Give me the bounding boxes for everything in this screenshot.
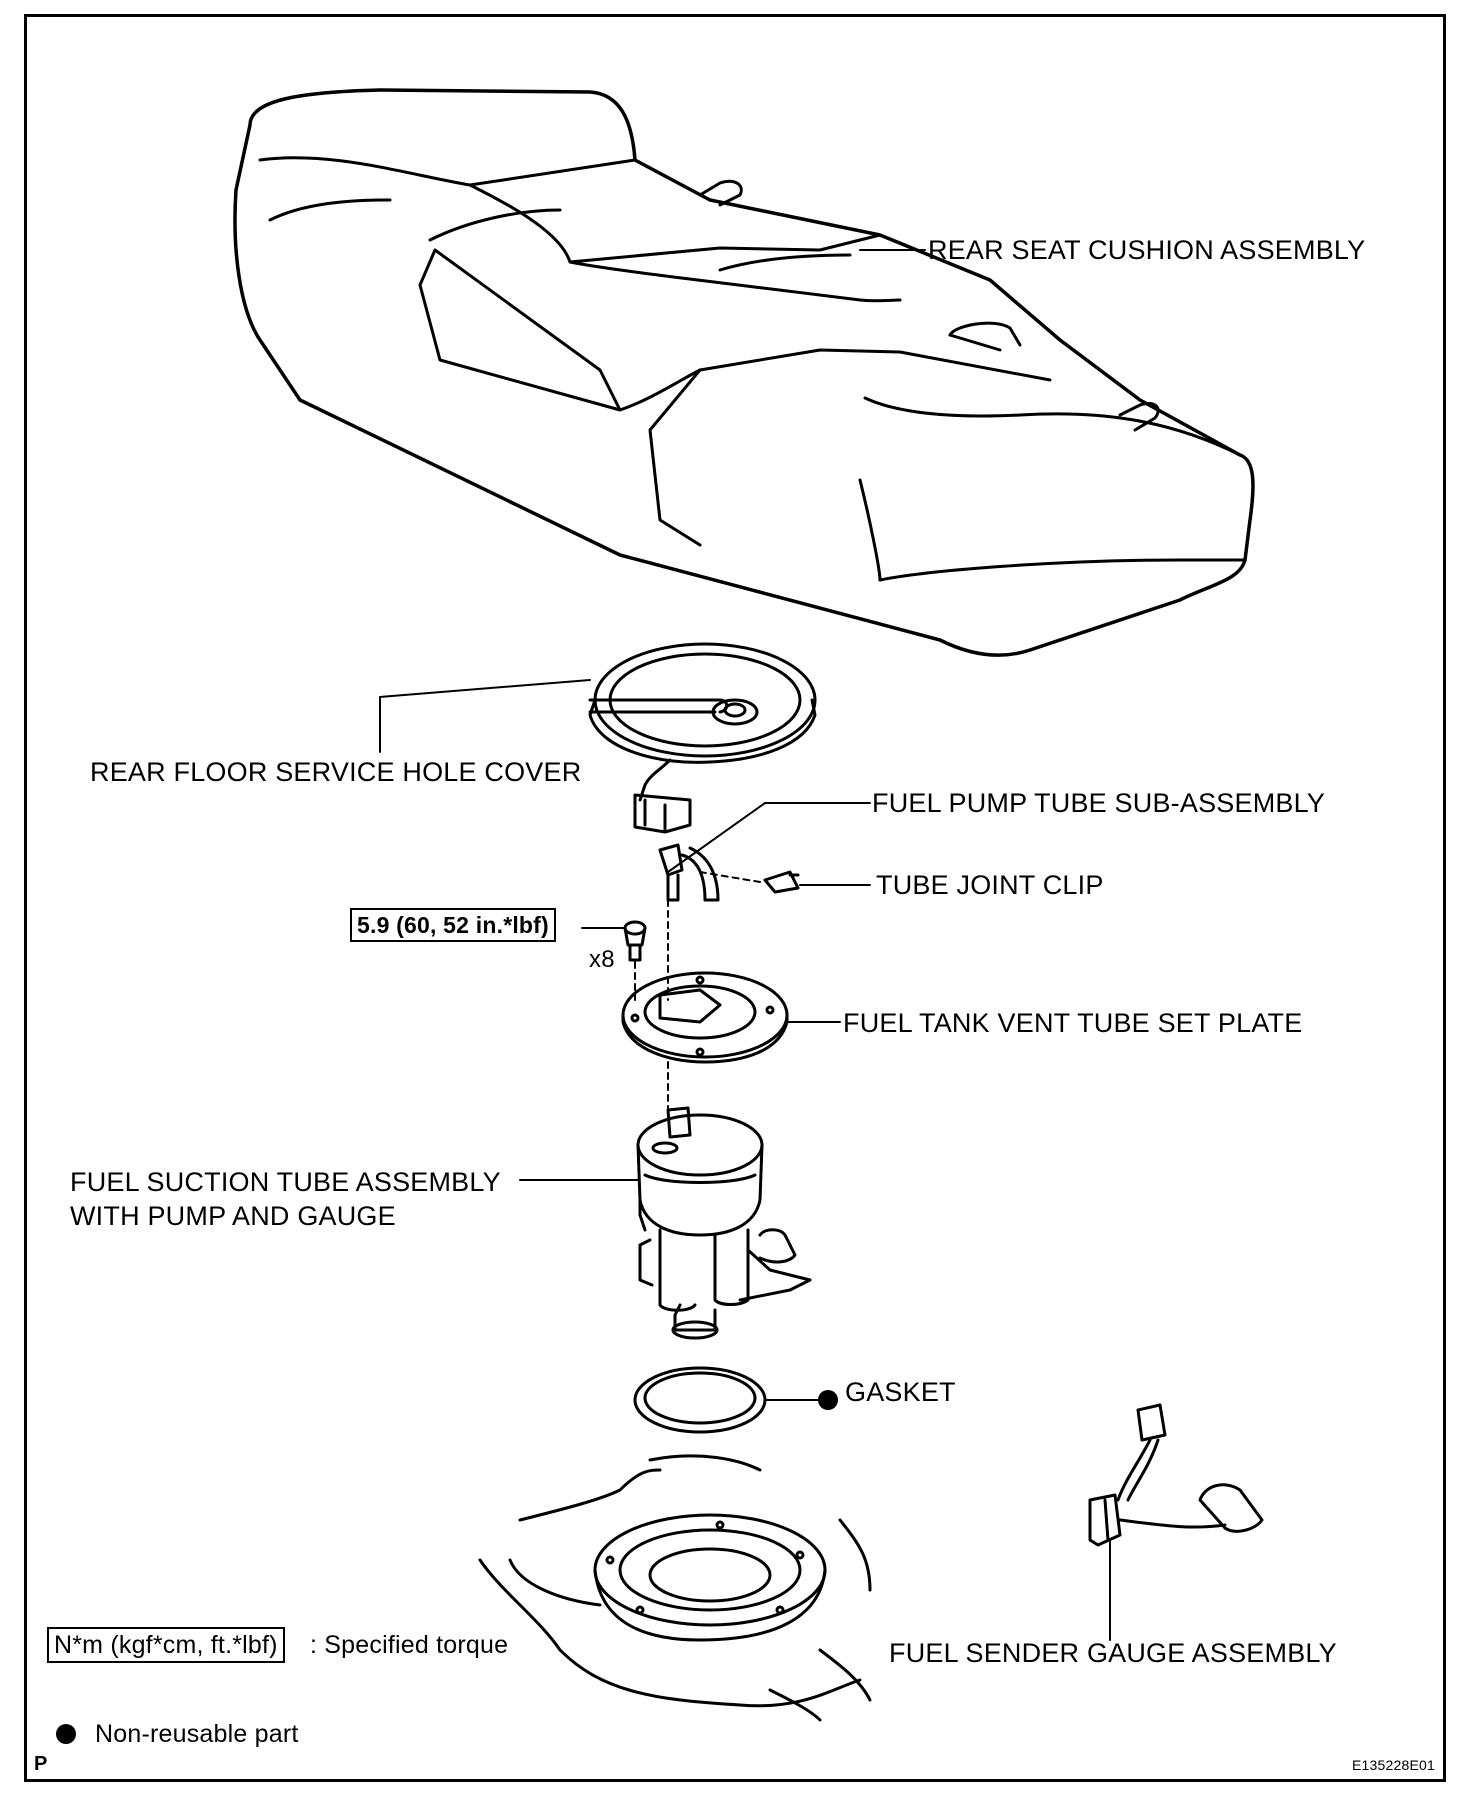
gasket-drawing xyxy=(633,1366,767,1434)
label-vent-tube-set-plate: FUEL TANK VENT TUBE SET PLATE xyxy=(843,1008,1303,1038)
label-torque-value: 5.9 (60, 52 in.*lbf) xyxy=(350,908,556,942)
fuel-suction-tube-assembly-drawing xyxy=(636,1106,812,1340)
vent-tube-set-plate-drawing xyxy=(621,971,789,1064)
non-reusable-marker xyxy=(818,1390,838,1410)
label-gasket: GASKET xyxy=(845,1377,956,1407)
bolt-drawing xyxy=(623,920,647,962)
label-rear-seat-cushion: REAR SEAT CUSHION ASSEMBLY xyxy=(928,235,1366,265)
label-suction-tube-line2: WITH PUMP AND GAUGE xyxy=(70,1201,396,1231)
leader-lines xyxy=(379,249,1111,1641)
rear-seat-cushion-drawing xyxy=(233,88,1255,657)
label-service-hole-cover: REAR FLOOR SERVICE HOLE COVER xyxy=(90,757,582,787)
figure-id: E135228E01 xyxy=(1352,1757,1435,1773)
legend-torque-unit: N*m (kgf*cm, ft.*lbf) xyxy=(47,1627,285,1663)
fuel-tank-drawing xyxy=(478,1454,872,1722)
legend-torque-description: : Specified torque xyxy=(310,1631,509,1659)
figure-frame xyxy=(24,14,1446,1782)
fuel-sender-gauge-drawing xyxy=(1088,1403,1264,1547)
label-quantity: x8 xyxy=(589,946,615,973)
page-mark: P xyxy=(34,1753,48,1775)
legend-non-reusable-description: Non-reusable part xyxy=(95,1720,299,1748)
legend-non-reusable-marker xyxy=(56,1724,76,1744)
label-suction-tube-line1: FUEL SUCTION TUBE ASSEMBLY xyxy=(70,1167,501,1197)
label-fuel-pump-tube: FUEL PUMP TUBE SUB-ASSEMBLY xyxy=(872,788,1326,818)
label-fuel-sender-gauge: FUEL SENDER GAUGE ASSEMBLY xyxy=(889,1638,1337,1668)
tube-joint-clip-drawing xyxy=(763,870,800,894)
fuel-pump-tube-drawing xyxy=(658,843,720,902)
label-tube-joint-clip: TUBE JOINT CLIP xyxy=(876,870,1104,900)
service-hole-cover-drawing xyxy=(588,642,817,834)
